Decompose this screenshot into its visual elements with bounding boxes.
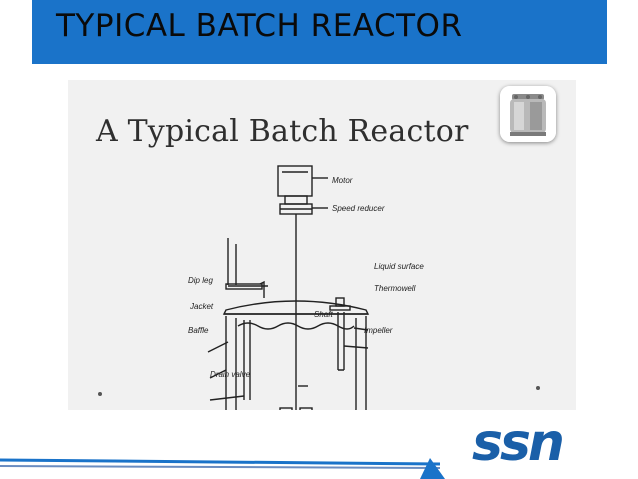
ssn-logo: ssn bbox=[472, 413, 565, 473]
label-impeller: Impeller bbox=[364, 326, 393, 335]
reactor-thumbnail-icon bbox=[500, 86, 556, 142]
label-liquid-surface: Liquid surface bbox=[374, 262, 424, 271]
footer-band: ssn bbox=[0, 413, 565, 479]
label-dip-leg: Dip leg bbox=[188, 276, 213, 285]
panel-dot-right bbox=[536, 386, 540, 390]
label-speed-reducer: Speed reducer bbox=[332, 204, 385, 213]
panel-dot-left bbox=[98, 392, 102, 396]
figure-heading: A Typical Batch Reactor bbox=[96, 114, 469, 149]
label-shaft: Shaft bbox=[314, 310, 333, 319]
logo-text: ssn bbox=[472, 413, 562, 473]
label-drain-valve: Drain valve bbox=[210, 370, 251, 379]
reactor-figure: A Typical Batch Reactor bbox=[68, 80, 576, 410]
slide-title: TYPICAL BATCH REACTOR bbox=[56, 8, 463, 44]
label-jacket: Jacket bbox=[190, 302, 214, 311]
label-motor: Motor bbox=[332, 176, 353, 185]
label-thermowell: Thermowell bbox=[374, 284, 416, 293]
title-bar bbox=[32, 0, 607, 64]
label-baffle: Baffle bbox=[188, 326, 209, 335]
reactor-drawing bbox=[207, 165, 370, 410]
